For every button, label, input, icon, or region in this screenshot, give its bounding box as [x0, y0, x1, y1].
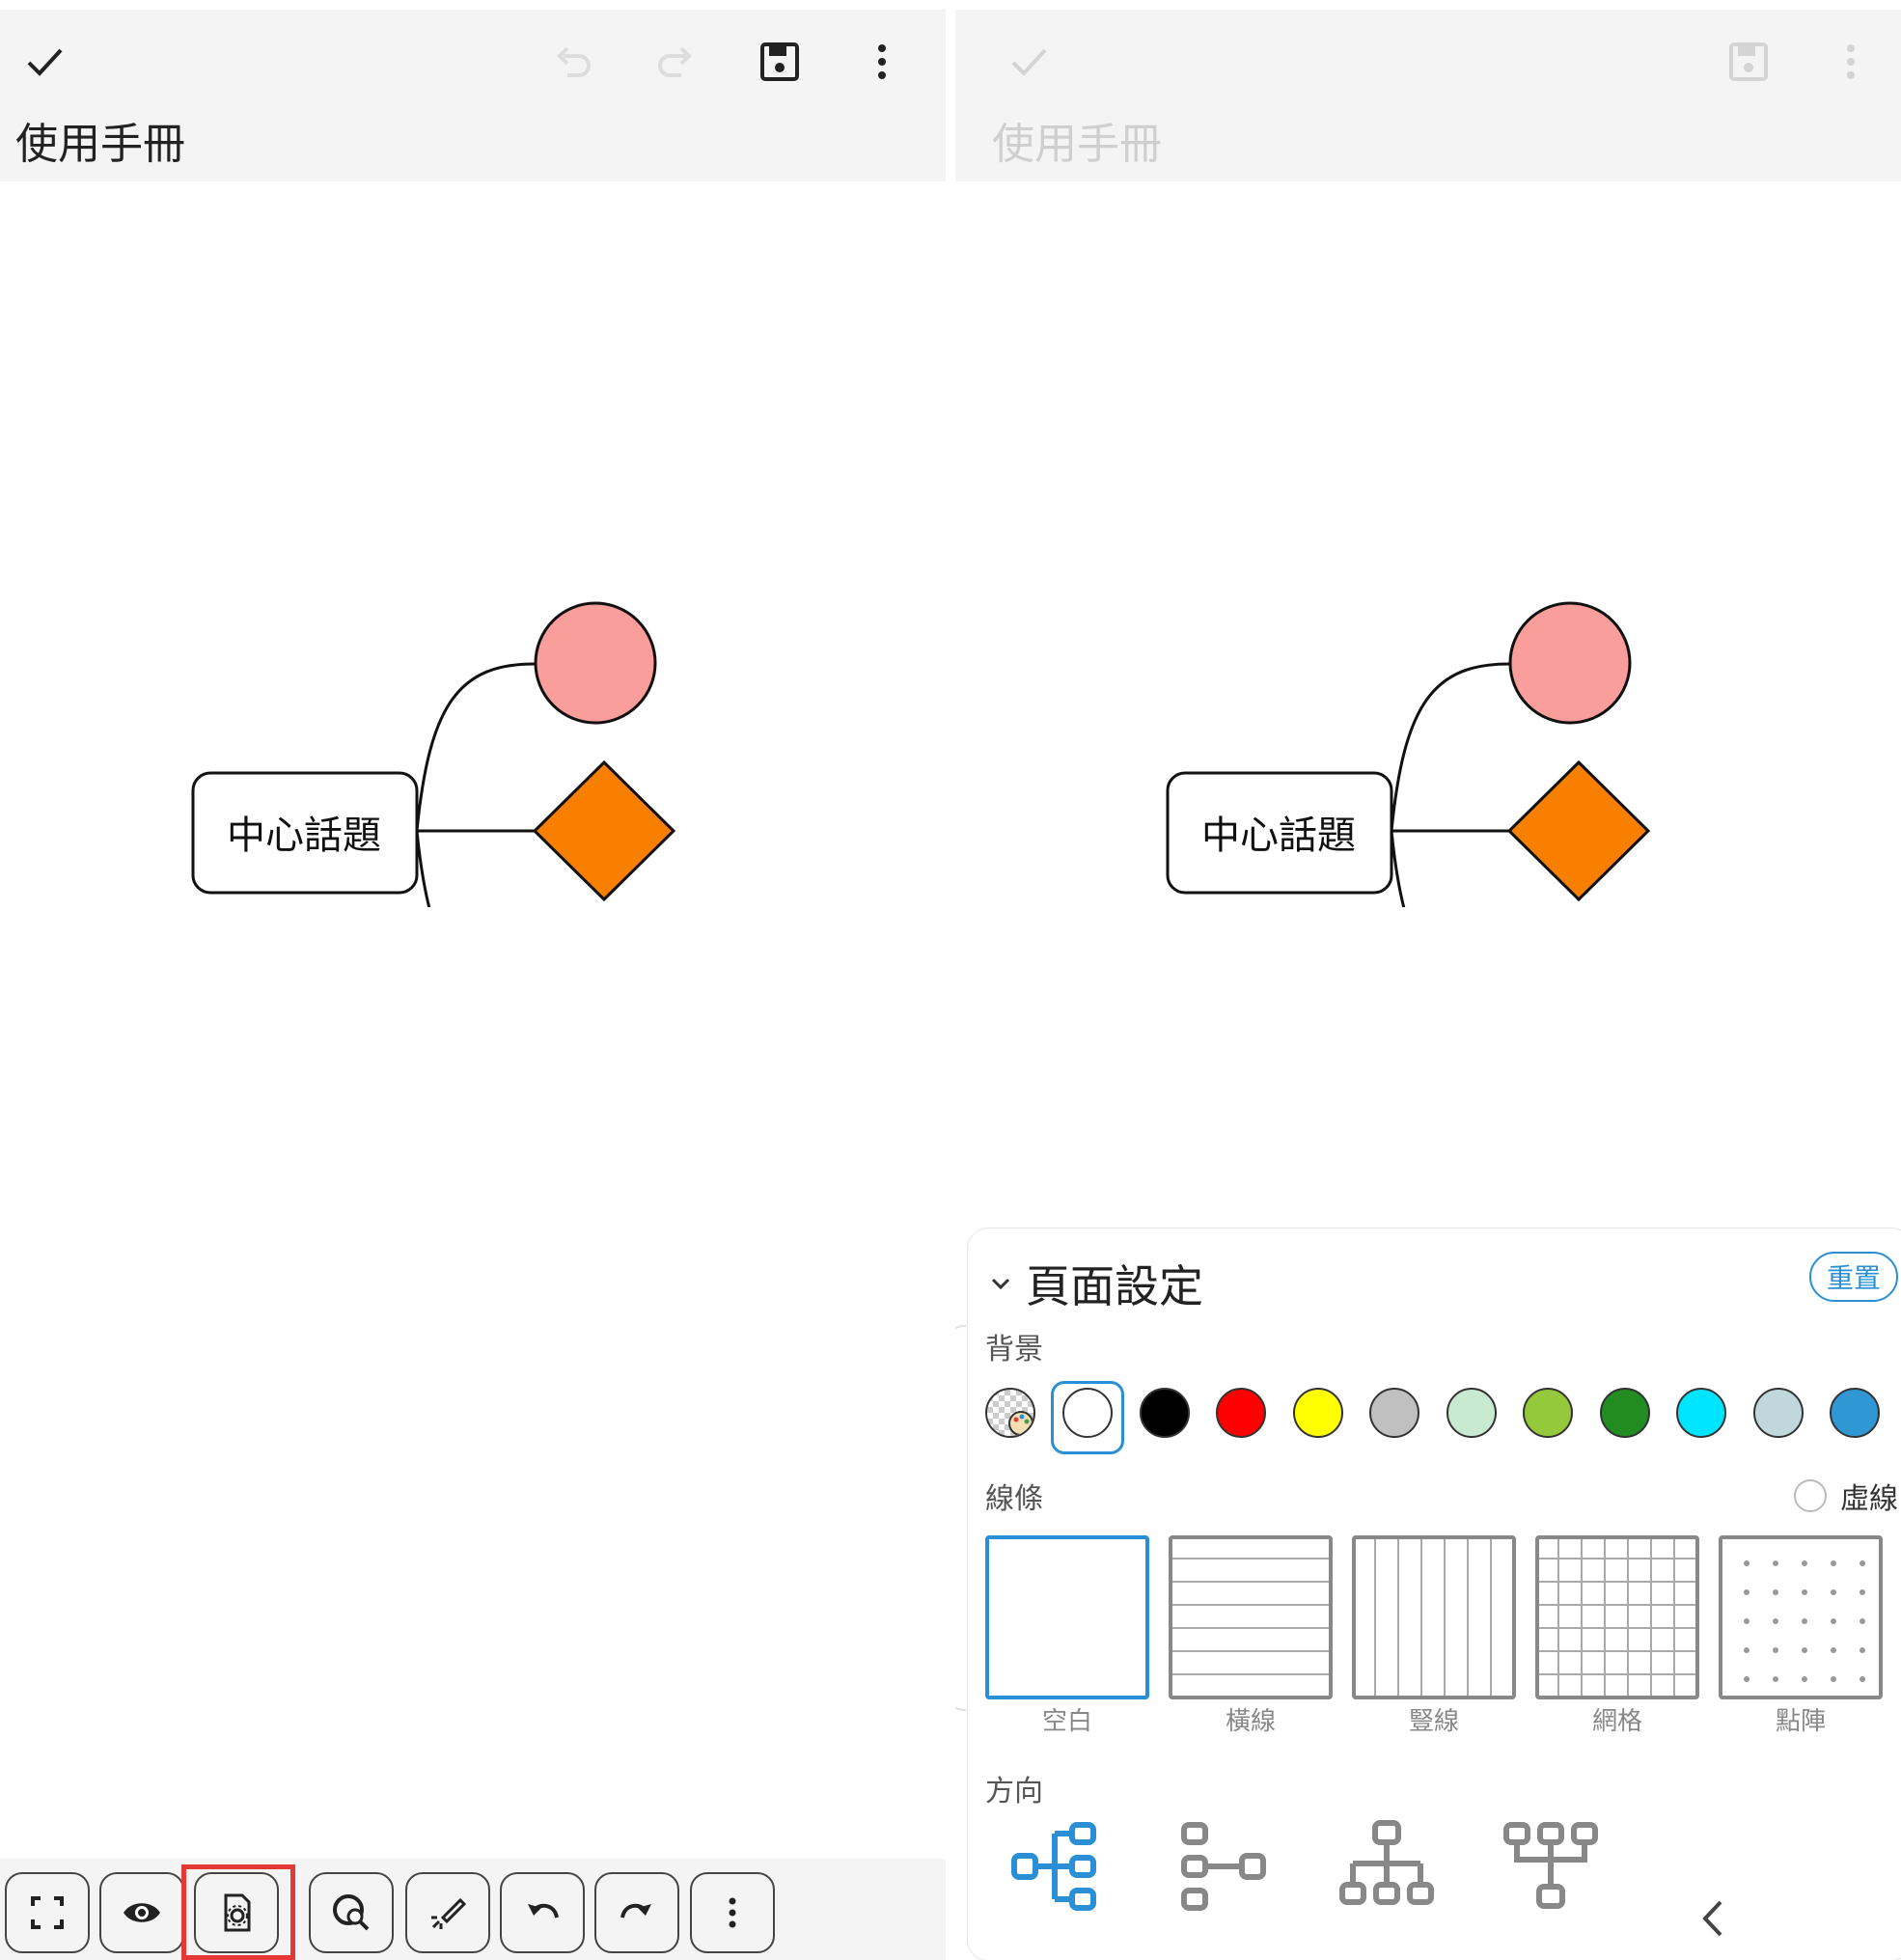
- background-swatch[interactable]: [1062, 1388, 1113, 1438]
- fullscreen-button[interactable]: [5, 1872, 90, 1953]
- style-brush-button[interactable]: [405, 1872, 490, 1953]
- chevron-down-icon[interactable]: [987, 1270, 1014, 1297]
- background-swatches: [985, 1381, 1901, 1454]
- circle-node: [1508, 601, 1632, 725]
- more-button[interactable]: [690, 1872, 775, 1953]
- background-swatch[interactable]: [1293, 1388, 1343, 1438]
- undo-icon[interactable]: [542, 31, 604, 93]
- pattern-label: 豎線: [1408, 1707, 1459, 1736]
- selected-swatch-frame: [1051, 1381, 1124, 1454]
- panel-title: 頁面設定: [1026, 1260, 1203, 1312]
- pattern-label: 網格: [1591, 1707, 1642, 1736]
- redo-icon[interactable]: [645, 31, 706, 93]
- search-button[interactable]: [309, 1872, 394, 1953]
- diamond-node: [1506, 759, 1651, 902]
- undo-icon: [528, 1903, 559, 1919]
- undo-button[interactable]: [500, 1872, 585, 1953]
- background-swatch[interactable]: [1523, 1388, 1573, 1438]
- confirm-check-icon[interactable]: [998, 31, 1060, 93]
- orientation-balanced-icon[interactable]: [1010, 1817, 1107, 1914]
- more-vert-icon: [729, 1897, 736, 1928]
- fullscreen-icon: [31, 1896, 64, 1929]
- redo-button[interactable]: [594, 1872, 679, 1953]
- pattern-label: 點陣: [1775, 1707, 1826, 1736]
- background-swatch[interactable]: [1830, 1388, 1880, 1438]
- background-swatch[interactable]: [1676, 1388, 1726, 1438]
- circle-node: [534, 601, 657, 725]
- preview-button[interactable]: [99, 1872, 184, 1953]
- diamond-node: [532, 759, 676, 902]
- page-settings-icon: [224, 1893, 251, 1932]
- mind-map: 中心話題: [1158, 415, 1698, 1064]
- pattern-grid[interactable]: [1535, 1535, 1699, 1699]
- background-swatch[interactable]: [1446, 1388, 1497, 1438]
- palette-icon: [1008, 1411, 1033, 1436]
- center-topic-label[interactable]: 中心話題: [227, 814, 381, 858]
- pattern-label: 橫線: [1225, 1707, 1276, 1736]
- save-icon[interactable]: [1718, 31, 1779, 93]
- panel-header[interactable]: 頁面設定: [987, 1252, 1203, 1315]
- horizontal-lines-icon: [1172, 1558, 1329, 1675]
- redo-icon: [620, 1903, 651, 1919]
- background-swatch[interactable]: [1140, 1388, 1190, 1438]
- pattern-label: 空白: [1041, 1707, 1092, 1736]
- confirm-check-icon[interactable]: [14, 31, 75, 93]
- eye-icon: [124, 1903, 160, 1922]
- top-app-bar: 使用手冊: [0, 10, 946, 181]
- background-section-label: 背景: [985, 1333, 1043, 1366]
- grid-icon: [1539, 1539, 1695, 1696]
- dashed-toggle[interactable]: 虛線: [1794, 1475, 1898, 1517]
- highlight-frame: [181, 1864, 295, 1960]
- lines-section-label: 線條: [985, 1482, 1043, 1516]
- globe-search-icon: [333, 1894, 370, 1931]
- more-vert-icon[interactable]: [1820, 31, 1882, 93]
- pattern-horizontal[interactable]: [1169, 1535, 1333, 1699]
- custom-color-picker[interactable]: [985, 1388, 1035, 1438]
- reset-button[interactable]: 重置: [1809, 1252, 1898, 1302]
- top-app-bar: 使用手冊: [955, 10, 1901, 181]
- magic-brush-icon: [431, 1897, 467, 1929]
- pattern-dots[interactable]: [1719, 1535, 1883, 1699]
- page-settings-button[interactable]: [194, 1872, 279, 1953]
- radio-unchecked-icon: [1794, 1479, 1827, 1512]
- background-swatch[interactable]: [1369, 1388, 1419, 1438]
- background-swatch[interactable]: [1600, 1388, 1650, 1438]
- center-topic-node: [191, 771, 419, 895]
- page-settings-panel: 頁面設定 重置 背景 線條: [955, 1228, 1901, 1960]
- background-swatch[interactable]: [1216, 1388, 1266, 1438]
- pattern-vertical[interactable]: [1352, 1535, 1516, 1699]
- orientation-tree-down-icon[interactable]: [1502, 1817, 1599, 1914]
- right-screen: 使用手冊 中心話題 頁面設定 重置 背景: [955, 0, 1901, 1960]
- mind-map: 中心話題: [183, 415, 724, 1064]
- center-topic-label[interactable]: 中心話題: [1201, 814, 1356, 858]
- document-title: 使用手冊: [15, 120, 185, 169]
- more-vert-icon[interactable]: [851, 31, 913, 93]
- pattern-blank[interactable]: [985, 1535, 1149, 1699]
- orientation-org-chart-icon[interactable]: [1338, 1817, 1435, 1914]
- dashed-label: 虛線: [1840, 1482, 1898, 1516]
- left-screen: 使用手冊 中心話題: [0, 0, 946, 1960]
- chevron-left-icon[interactable]: [1694, 1894, 1732, 1943]
- center-topic-node: [1166, 771, 1393, 895]
- pane-divider: [946, 0, 955, 1960]
- orientation-right-icon[interactable]: [1174, 1817, 1271, 1914]
- bottom-toolbar: [0, 1859, 946, 1960]
- direction-section-label: 方向: [985, 1775, 1043, 1808]
- vertical-lines-icon: [1374, 1539, 1492, 1696]
- dot-grid-icon: [1744, 1560, 1865, 1682]
- background-swatch[interactable]: [1753, 1388, 1804, 1438]
- save-icon[interactable]: [749, 31, 811, 93]
- panel-edge-handle: [955, 1325, 966, 1711]
- document-title: 使用手冊: [992, 120, 1162, 169]
